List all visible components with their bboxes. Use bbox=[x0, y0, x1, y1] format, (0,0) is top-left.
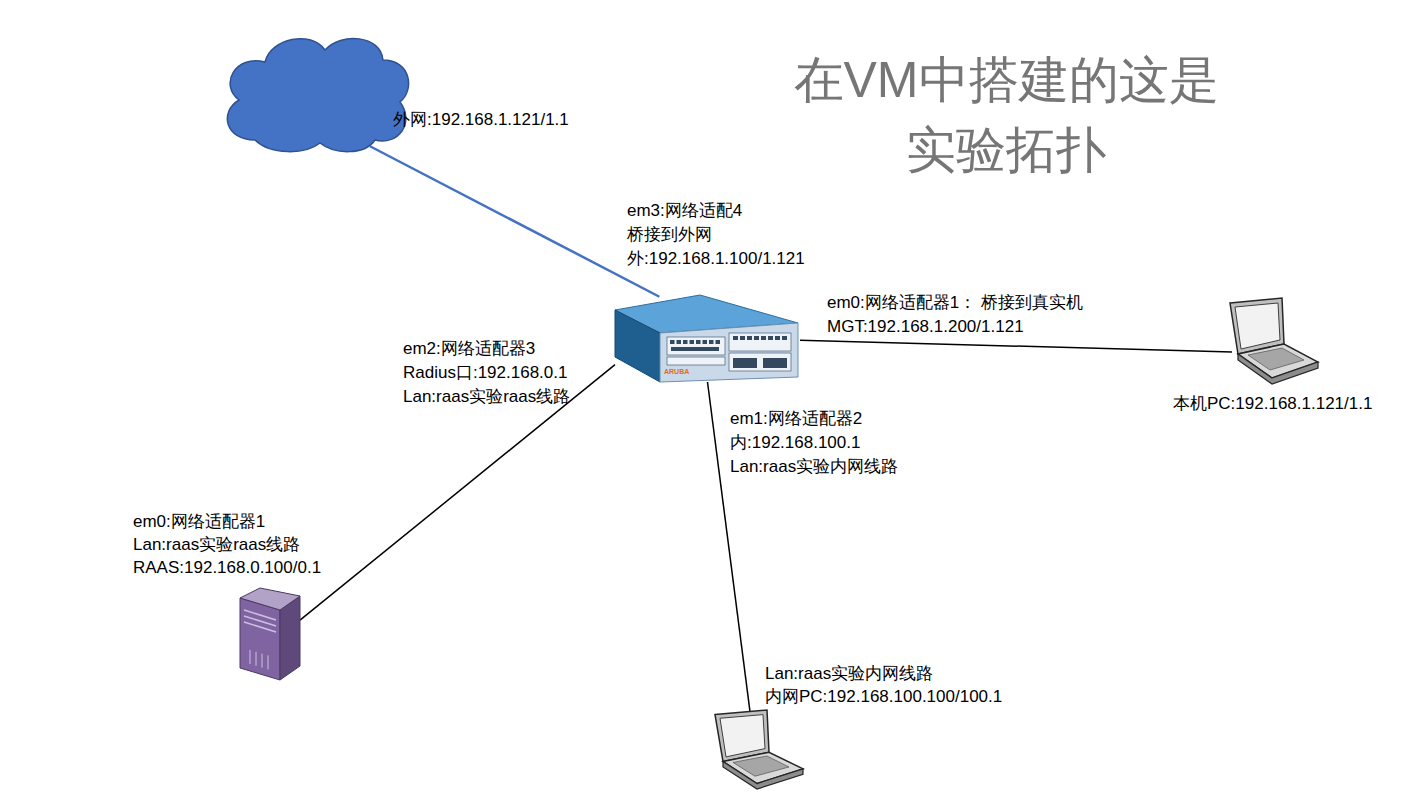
controller-chassis bbox=[615, 295, 800, 382]
port-label: em3:网络适配4 桥接到外网 外:192.168.1.100/1.121 bbox=[627, 199, 805, 271]
lan-pc: Lan:raas实验内网线路 内网PC:192.168.100.100/100.… bbox=[705, 710, 805, 790]
internet-cloud: 外网:192.168.1.121/1.1 bbox=[215, 30, 415, 155]
aruba-controller: ARUBA bbox=[615, 295, 800, 382]
raas-server: em0:网络适配器1 Lan:raas实验raas线路 RAAS:192.168… bbox=[240, 588, 300, 680]
port-label: em0:网络适配器1： 桥接到真实机 MGT:192.168.1.200/1.1… bbox=[827, 291, 1127, 339]
node-label: Lan:raas实验内网线路 内网PC:192.168.100.100/100.… bbox=[765, 662, 1002, 708]
cloud-shape bbox=[215, 30, 415, 155]
port-label: em1:网络适配器2 内:192.168.100.1 Lan:raas实验内网线… bbox=[730, 407, 898, 479]
node-label: 本机PC:192.168.1.121/1.1 bbox=[1173, 392, 1372, 415]
laptop-icon bbox=[705, 710, 805, 790]
network-link bbox=[370, 146, 659, 296]
network-link bbox=[800, 340, 1232, 352]
host-pc: 本机PC:192.168.1.121/1.1 bbox=[1220, 298, 1320, 385]
network-link bbox=[708, 382, 751, 712]
diagram-title: 在VM中搭建的这是 实验拓扑 bbox=[781, 45, 1231, 185]
laptop-icon bbox=[1220, 298, 1320, 385]
server-tower bbox=[240, 588, 300, 680]
port-label: em2:网络适配器3 Radius口:192.168.0.1 Lan:raas实… bbox=[403, 337, 570, 409]
node-label: 外网:192.168.1.121/1.1 bbox=[393, 108, 569, 131]
node-label: em0:网络适配器1 Lan:raas实验raas线路 RAAS:192.168… bbox=[133, 510, 321, 579]
node-label: ARUBA bbox=[664, 367, 689, 376]
